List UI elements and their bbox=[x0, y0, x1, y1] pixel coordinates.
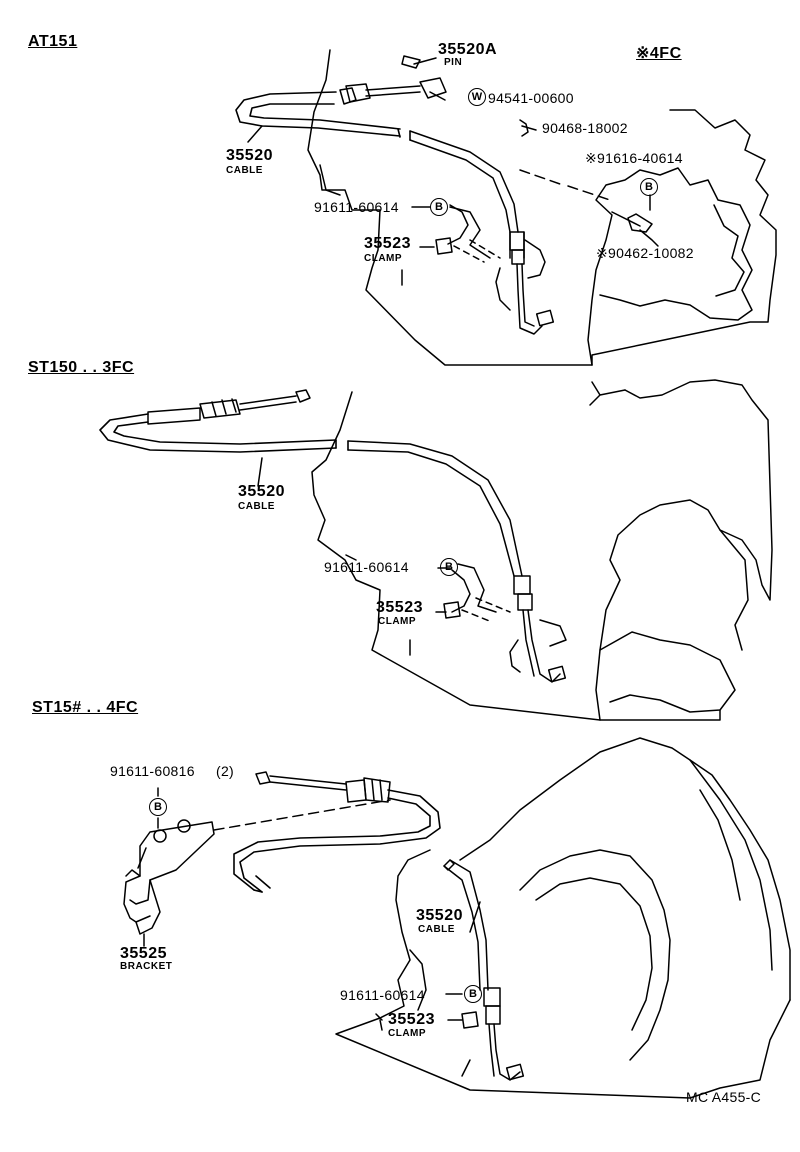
section-title-st150: ST150 . . 3FC bbox=[28, 359, 135, 376]
star-bolt-badge-icon: B bbox=[640, 178, 658, 196]
section-title-st15: ST15# . . 4FC bbox=[32, 699, 139, 716]
pin-part-number: 35520A bbox=[438, 41, 498, 58]
st15-clamp-part-name: CLAMP bbox=[388, 1028, 427, 1039]
st15-bracket bbox=[123, 819, 215, 935]
at151-bolt-badge-icon: B bbox=[430, 198, 448, 216]
st15-cable-lines bbox=[233, 771, 525, 1081]
star-bolt-part-number: ※91616-40614 bbox=[585, 150, 683, 166]
st15-transaxle-outline bbox=[335, 737, 791, 1099]
washer-part-number: 94541-00600 bbox=[488, 90, 574, 106]
figure-code: MC A455-C bbox=[686, 1089, 762, 1105]
section-title-at151: AT151 bbox=[28, 33, 78, 50]
st15-leader-lines bbox=[143, 787, 481, 1031]
bracket-bolt-badge-icon: B bbox=[149, 798, 167, 816]
at151-clamp-part-name: CLAMP bbox=[364, 253, 403, 264]
at151-leader-lines bbox=[247, 57, 659, 263]
at151-cable-part-name: CABLE bbox=[226, 165, 263, 176]
bracket-bolt-part-number: 91611-60816 bbox=[110, 763, 195, 779]
pin-part-name: PIN bbox=[444, 57, 463, 68]
at151-clamp-part-number: 35523 bbox=[364, 235, 411, 252]
st150-cable-part-name: CABLE bbox=[238, 501, 275, 512]
clip-part-number: 90468-18002 bbox=[542, 120, 628, 136]
bracket-bolt-quantity: (2) bbox=[216, 763, 235, 779]
st150-transaxle-outline bbox=[311, 379, 773, 721]
st150-clamp-part-number: 35523 bbox=[376, 599, 423, 616]
at151-bolt-part-number: 91611-60614 bbox=[314, 199, 399, 215]
st150-bolt-badge-icon: B bbox=[440, 558, 458, 576]
at151-cable-part-number: 35520 bbox=[226, 147, 273, 164]
st15-bolt-badge-icon: B bbox=[464, 985, 482, 1003]
at151-cable-lines bbox=[235, 55, 555, 335]
st150-cable-part-number: 35520 bbox=[238, 483, 285, 500]
bracket-part-name: BRACKET bbox=[120, 961, 173, 972]
st150-leader-lines bbox=[257, 457, 511, 623]
variant-tag-4fc: ※4FC bbox=[636, 45, 682, 62]
bracket-part-number: 35525 bbox=[120, 945, 167, 962]
st15-cable-part-number: 35520 bbox=[416, 907, 463, 924]
st15-clamp-part-number: 35523 bbox=[388, 1011, 435, 1028]
star-clip-part-number: ※90462-10082 bbox=[596, 245, 694, 261]
st15-cable-part-name: CABLE bbox=[418, 924, 455, 935]
st150-bolt-part-number: 91611-60614 bbox=[324, 559, 409, 575]
st15-bolt-part-number: 91611-60614 bbox=[340, 987, 425, 1003]
st150-cable-lines bbox=[99, 389, 567, 683]
washer-badge-icon: W bbox=[468, 88, 486, 106]
st150-clamp-part-name: CLAMP bbox=[378, 616, 417, 627]
